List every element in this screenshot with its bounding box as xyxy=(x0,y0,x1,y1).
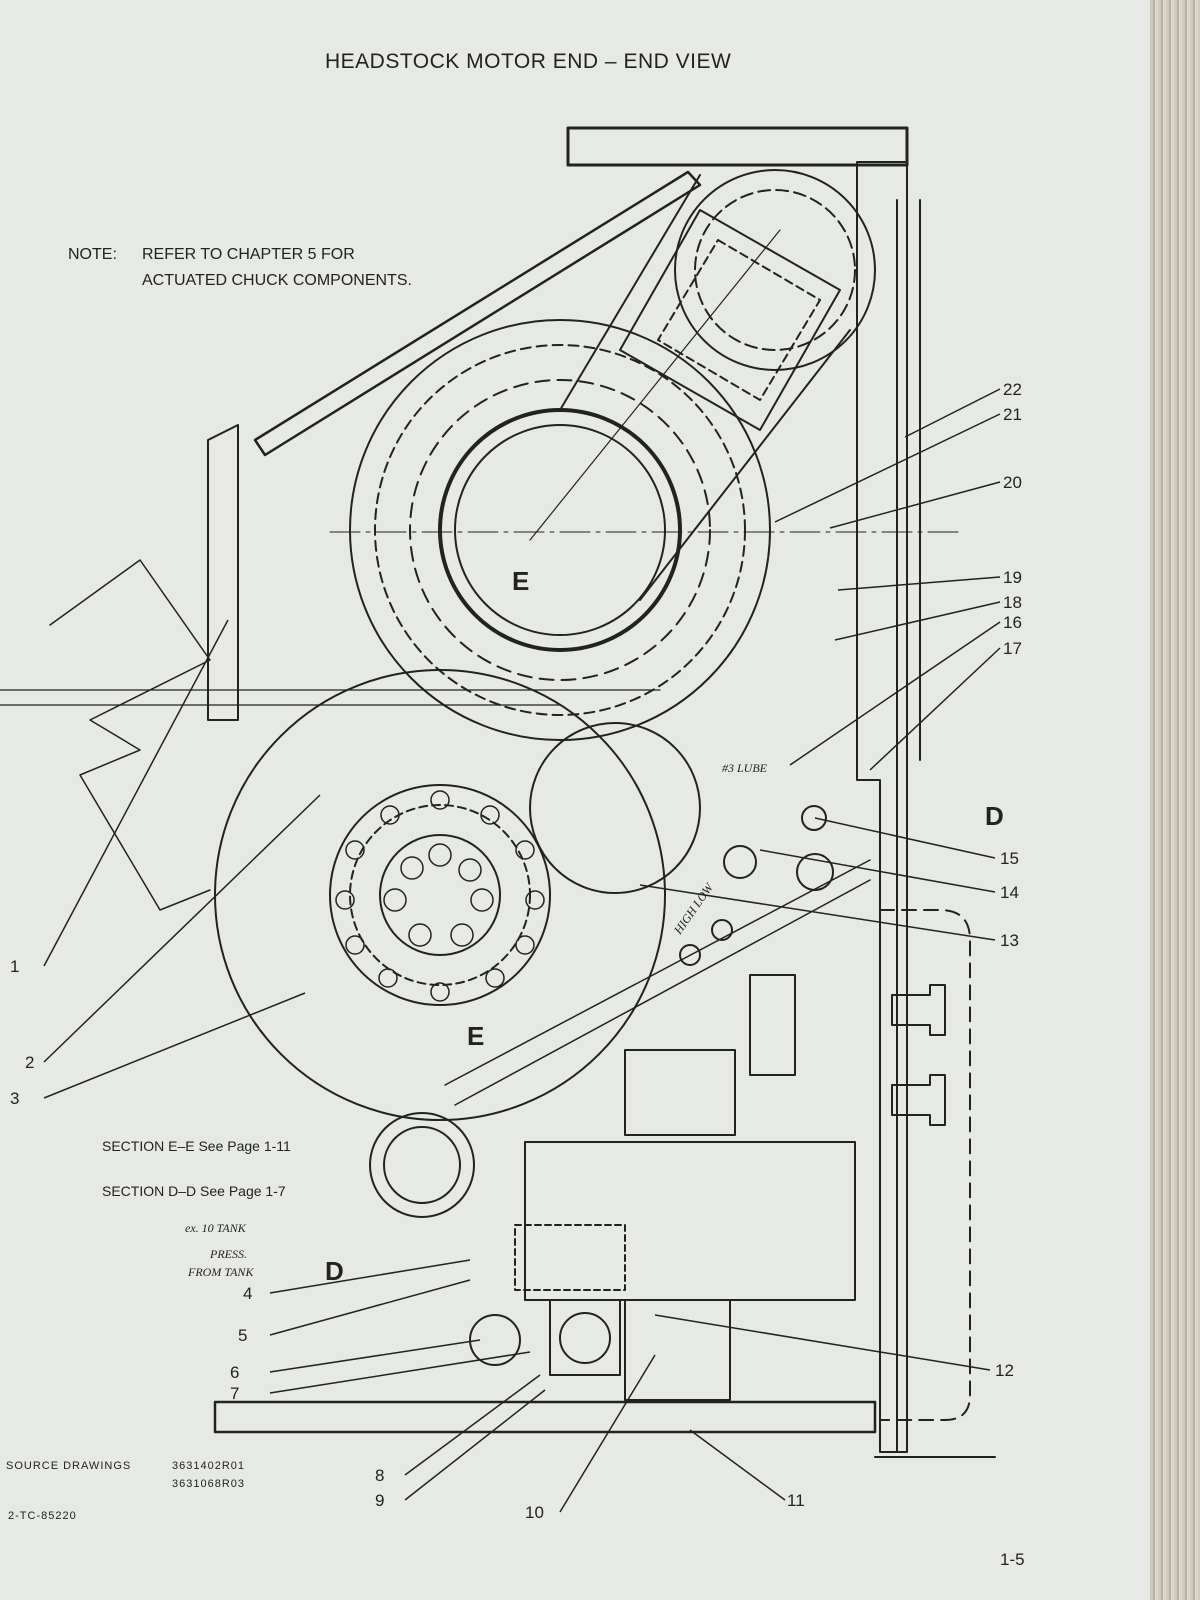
belt-guard-arm xyxy=(253,170,702,457)
page-stack-edge xyxy=(1150,0,1200,1600)
callout-22: 22 xyxy=(1003,380,1022,399)
callout-12: 12 xyxy=(995,1361,1014,1380)
handwritten-lube: #3 LUBE xyxy=(722,761,768,775)
adjust-knob-upper xyxy=(891,984,946,1036)
filter-cap xyxy=(469,1314,521,1366)
right-frame xyxy=(856,161,908,1453)
spindle-housing-outer xyxy=(349,319,771,741)
callout-4: 4 xyxy=(243,1284,252,1303)
pump-housing xyxy=(524,1141,856,1301)
left-upright xyxy=(207,424,239,721)
callout-15: 15 xyxy=(1000,849,1019,868)
callout-16: 16 xyxy=(1003,613,1022,632)
manual-page xyxy=(0,0,1150,1600)
callout-9: 9 xyxy=(375,1491,384,1510)
callout-3: 3 xyxy=(10,1089,19,1108)
handwritten-press: PRESS. xyxy=(209,1247,247,1261)
handwritten-high-low: HIGH LOW xyxy=(670,880,716,937)
valve-block xyxy=(624,1049,736,1136)
callout-8: 8 xyxy=(375,1466,384,1485)
callout-5: 5 xyxy=(238,1326,247,1345)
drive-gear xyxy=(214,669,666,1121)
side-cover-outline xyxy=(879,909,971,1421)
callout-21: 21 xyxy=(1003,405,1022,424)
callout-1: 1 xyxy=(10,957,19,976)
section-dd-reference: SECTION D–D See Page 1-7 xyxy=(102,1183,286,1199)
callout-13: 13 xyxy=(1000,931,1019,950)
callout-6: 6 xyxy=(230,1363,239,1382)
page-number: 1-5 xyxy=(1000,1550,1025,1569)
callout-17: 17 xyxy=(1003,639,1022,658)
manifold-block xyxy=(549,1299,621,1376)
motor-body xyxy=(619,209,841,431)
source-drawing-2: 3631068R03 xyxy=(172,1478,246,1490)
reservoir-port xyxy=(369,1112,475,1218)
idler-gear xyxy=(529,722,701,894)
note-label: NOTE: xyxy=(68,246,117,263)
callout-2: 2 xyxy=(25,1053,34,1072)
document-id: 2-TC-85220 xyxy=(8,1510,77,1522)
lube-cylinder xyxy=(749,974,796,1076)
motor-pulley xyxy=(674,169,876,371)
source-drawing-1: 3631402R01 xyxy=(172,1460,246,1472)
gear-bolt-circle xyxy=(335,790,545,1002)
callout-7: 7 xyxy=(230,1384,239,1403)
base-plate xyxy=(213,1400,877,1434)
spindle-bore xyxy=(438,408,682,652)
section-ee-reference: SECTION E–E See Page 1-11 xyxy=(102,1138,291,1154)
note-line-1: REFER TO CHAPTER 5 FOR xyxy=(142,246,355,263)
section-mark-d-right: D xyxy=(985,801,1004,831)
note-line-2: ACTUATED CHUCK COMPONENTS. xyxy=(142,272,412,289)
section-mark-e-upper: E xyxy=(512,566,529,596)
callout-20: 20 xyxy=(1003,473,1022,492)
callout-10: 10 xyxy=(525,1503,544,1522)
page-title: HEADSTOCK MOTOR END – END VIEW xyxy=(325,50,732,73)
callout-14: 14 xyxy=(1000,883,1019,902)
handwritten-from-tank: FROM TANK xyxy=(187,1265,254,1279)
callout-18: 18 xyxy=(1003,593,1022,612)
top-frame-bar xyxy=(566,126,909,167)
section-mark-e-lower: E xyxy=(467,1021,484,1051)
adjust-knob-lower xyxy=(891,1074,946,1126)
handwritten-ex-tank: ex. 10 TANK xyxy=(185,1221,247,1235)
section-mark-d-left: D xyxy=(325,1256,344,1286)
source-drawings-label: SOURCE DRAWINGS xyxy=(6,1460,132,1472)
callout-11: 11 xyxy=(787,1491,805,1510)
callout-19: 19 xyxy=(1003,568,1022,587)
